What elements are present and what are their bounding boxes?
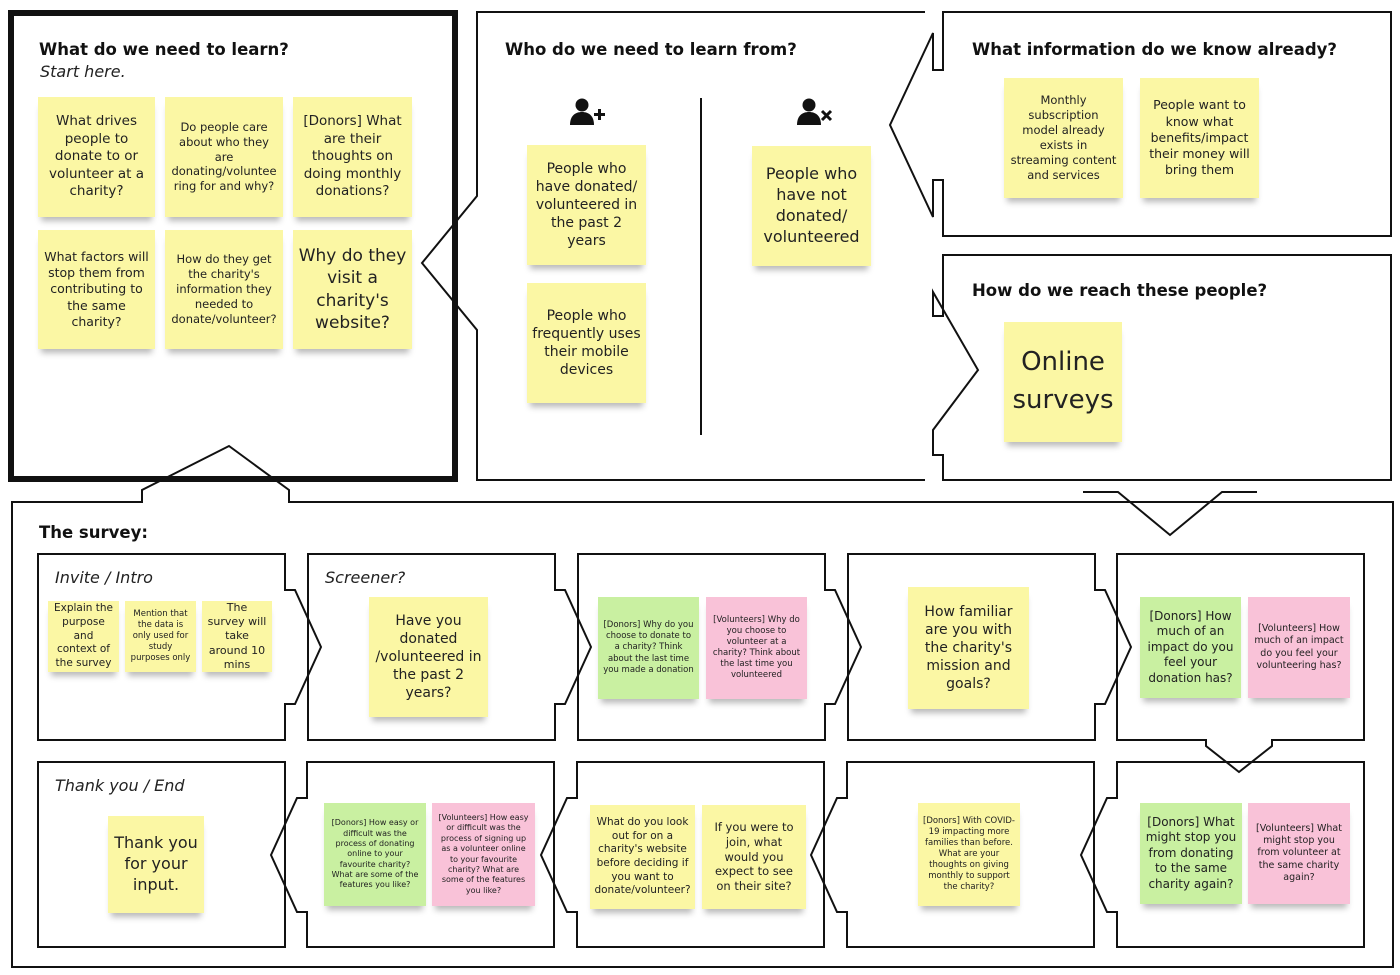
who-note-2: People who frequently uses their mobile … <box>527 283 646 403</box>
learn-note-2: Do people care about who they are donati… <box>165 97 283 217</box>
who-title: Who do we need to learn from? <box>505 40 797 59</box>
mission-familiarity-note: How familiar are you with the charity's … <box>908 587 1029 709</box>
screener-note: Have you donated /volunteered in the pas… <box>369 597 488 717</box>
person-add-icon <box>570 98 605 125</box>
learn-note-1: What drives people to donate to or volun… <box>38 97 155 217</box>
volunteer-online-process-note: [Volunteers] How easy or difficult was t… <box>432 803 535 906</box>
intro-note-3: The survey will take around 10 mins <box>202 601 272 672</box>
volunteer-stop-note: [Volunteers] What might stop you from vo… <box>1248 803 1350 904</box>
donor-why-note: [Donors] Why do you choose to donate to … <box>598 597 699 699</box>
learn-subtitle: Start here. <box>40 62 126 81</box>
step-label-thank-you: Thank you / End <box>55 776 185 795</box>
intro-note-1: Explain the purpose and context of the s… <box>48 601 119 672</box>
person-remove-icon <box>797 98 833 125</box>
volunteer-why-note: [Volunteers] Why do you choose to volunt… <box>706 597 807 699</box>
know-title: What information do we know already? <box>972 40 1337 59</box>
survey-title: The survey: <box>39 523 148 542</box>
thank-you-note: Thank you for your input. <box>108 816 204 913</box>
learn-note-5: How do they get the charity's informatio… <box>165 230 283 349</box>
donor-impact-note: [Donors] How much of an impact do you fe… <box>1140 597 1241 698</box>
covid-monthly-note: [Donors] With COVID-19 impacting more fa… <box>918 803 1020 906</box>
learn-note-6: Why do they visit a charity's website? <box>293 230 412 349</box>
volunteer-impact-note: [Volunteers] How much of an impact do yo… <box>1248 597 1350 698</box>
reach-note-1: Online surveys <box>1004 322 1122 442</box>
learn-note-4: What factors will stop them from contrib… <box>38 230 155 349</box>
donor-stop-note: [Donors] What might stop you from donati… <box>1140 803 1242 904</box>
step-label-invite: Invite / Intro <box>55 568 153 587</box>
who-note-1: People who have donated/ volunteered in … <box>527 145 646 265</box>
reach-title: How do we reach these people? <box>972 281 1268 300</box>
know-note-2: People want to know what benefits/impact… <box>1140 78 1259 198</box>
website-expectation-note: If you were to join, what would you expe… <box>702 805 806 909</box>
reach-down-arrow <box>1083 491 1257 537</box>
learn-title: What do we need to learn? <box>39 40 289 59</box>
learn-note-3: [Donors] What are their thoughts on doin… <box>293 97 412 217</box>
website-lookout-note: What do you look out for on a charity's … <box>590 805 695 909</box>
who-note-3: People who have not donated/ volunteered <box>752 146 871 266</box>
know-note-1: Monthly subscription model already exist… <box>1004 78 1123 198</box>
donor-online-process-note: [Donors] How easy or difficult was the p… <box>324 803 426 906</box>
intro-note-2: Mention that the data is only used for s… <box>125 601 196 672</box>
step-label-screener: Screener? <box>325 568 406 587</box>
